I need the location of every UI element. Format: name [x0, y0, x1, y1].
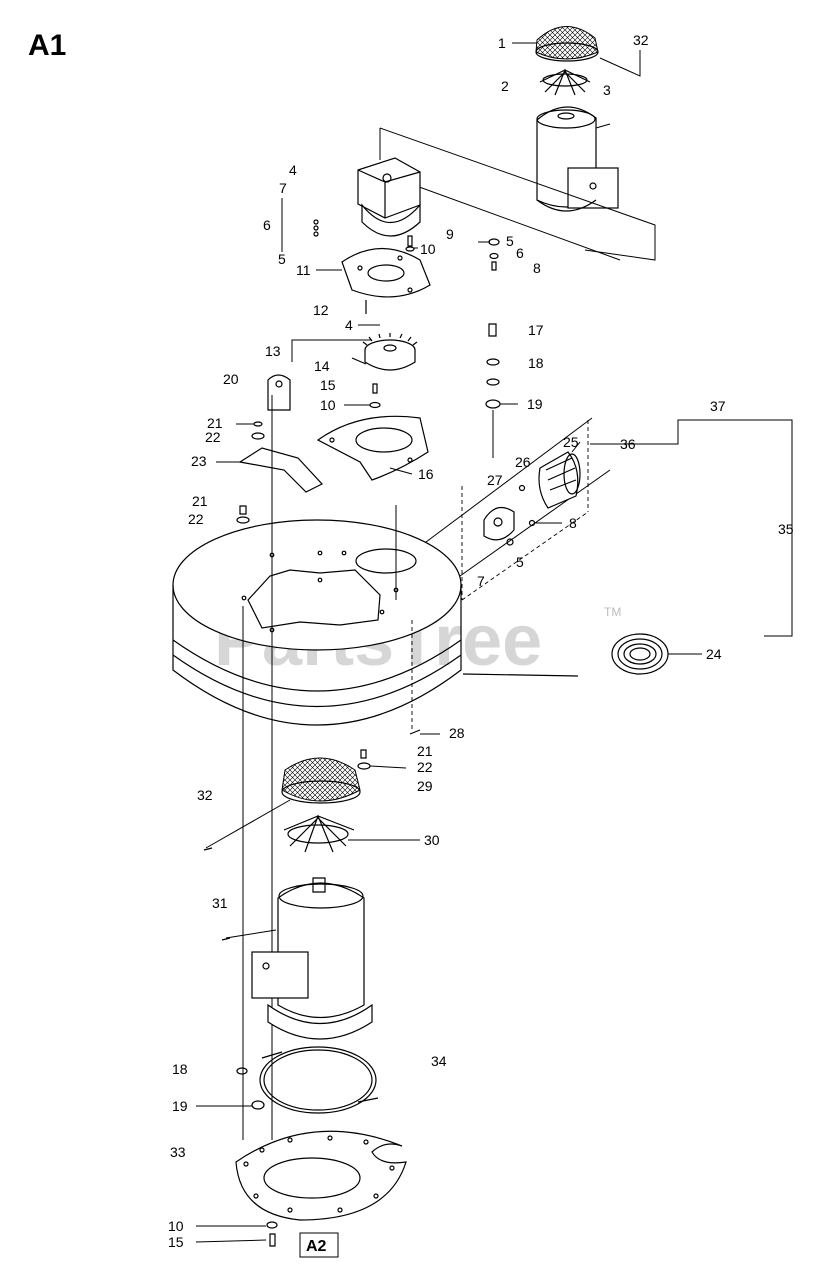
callout-23: 23	[191, 453, 207, 469]
upper-motor-cover	[535, 26, 599, 62]
page-link-a2[interactable]: A2	[299, 1232, 339, 1258]
callout-7: 7	[279, 180, 287, 196]
screw-26	[518, 484, 526, 492]
callout-37: 37	[710, 398, 726, 414]
callout-21: 21	[207, 415, 223, 431]
support-plate	[316, 415, 429, 481]
callout-19: 19	[527, 396, 543, 412]
callout-16: 16	[418, 466, 434, 482]
bracket-23	[238, 447, 323, 493]
lower-motor-cover	[281, 757, 361, 804]
callout-31: 31	[212, 895, 228, 911]
screw-28	[409, 729, 421, 735]
callout-34: 34	[431, 1053, 447, 1069]
callout-10-b: 10	[320, 397, 336, 413]
callout-15-b: 15	[168, 1234, 184, 1250]
callout-8: 8	[533, 260, 541, 276]
callout-5-c: 5	[516, 554, 524, 570]
washer-18-a	[486, 358, 500, 366]
screw-31	[221, 937, 231, 941]
washers-right	[488, 238, 500, 271]
connector-flange	[483, 506, 515, 546]
washer-21-22-b	[236, 505, 250, 524]
bolt-15	[369, 383, 381, 409]
callout-22: 22	[205, 429, 221, 445]
washer-10-c	[266, 1221, 278, 1229]
callout-21-c: 21	[417, 743, 433, 759]
watermark-trademark: TM	[604, 605, 621, 619]
drive-gear	[362, 333, 418, 371]
bracket-20	[267, 374, 291, 411]
washer-21-22-c	[357, 749, 371, 770]
callout-10-c: 10	[168, 1218, 184, 1234]
callout-5-b: 5	[506, 233, 514, 249]
screws-left	[313, 219, 319, 237]
bolt-15-b	[269, 1233, 276, 1247]
callout-14: 14	[314, 358, 330, 374]
bolt-17	[488, 323, 497, 337]
callout-26: 26	[515, 454, 531, 470]
washer-18-c	[236, 1067, 248, 1075]
callout-9: 9	[446, 226, 454, 242]
lower-motor-fan	[283, 814, 355, 853]
section-title: A1	[28, 29, 66, 62]
leader-lines	[195, 42, 702, 1243]
callout-6-b: 6	[516, 245, 524, 261]
callout-27: 27	[487, 472, 503, 488]
page-link-label: A2	[306, 1238, 327, 1255]
callout-19-b: 19	[172, 1098, 188, 1114]
callout-7-b: 7	[477, 573, 485, 589]
callout-35: 35	[778, 521, 794, 537]
callout-32-b: 32	[197, 787, 213, 803]
callout-36: 36	[620, 436, 636, 452]
connector-plug	[538, 451, 581, 509]
screw-14	[351, 357, 367, 365]
washer-18-b	[486, 378, 500, 386]
callout-labels: 1 2 3 32 4 7 6 5 9 10 5 6 8 11 12 4 13 1…	[168, 32, 794, 1250]
callout-10: 10	[420, 241, 436, 257]
callout-33: 33	[170, 1144, 186, 1160]
callout-12: 12	[313, 302, 329, 318]
callout-22-c: 22	[417, 759, 433, 775]
callout-6: 6	[263, 217, 271, 233]
callout-4: 4	[289, 162, 297, 178]
upper-motor-fan	[539, 68, 591, 96]
callout-29: 29	[417, 778, 433, 794]
callout-24: 24	[706, 646, 722, 662]
callout-2: 2	[501, 78, 509, 94]
callout-13: 13	[265, 343, 281, 359]
lower-motor-body	[251, 877, 373, 1040]
callout-18: 18	[528, 355, 544, 371]
base-plate	[235, 1130, 407, 1221]
callout-5: 5	[278, 251, 286, 267]
callout-17: 17	[528, 322, 544, 338]
callout-22-b: 22	[188, 511, 204, 527]
callout-28: 28	[449, 725, 465, 741]
callout-1: 1	[498, 35, 506, 51]
callout-25: 25	[563, 434, 579, 450]
mounting-plate	[341, 247, 431, 298]
washer-19-b	[251, 1100, 265, 1110]
base-housing	[172, 519, 462, 726]
gearbox-housing	[357, 157, 421, 237]
bolt-9	[405, 235, 415, 252]
screw-32-b	[203, 847, 213, 851]
callout-11: 11	[296, 262, 311, 278]
callout-4-b: 4	[345, 317, 353, 333]
callout-18-b: 18	[172, 1061, 188, 1077]
callout-3: 3	[603, 82, 611, 98]
callout-15: 15	[320, 377, 336, 393]
callout-30: 30	[424, 832, 440, 848]
mounting-ring	[259, 1046, 379, 1114]
callout-8-b: 8	[569, 515, 577, 531]
upper-motor-body	[536, 106, 619, 212]
washer-21-22-a	[251, 421, 265, 440]
callout-32: 32	[633, 32, 649, 48]
washer-19-a	[485, 399, 501, 409]
callout-20: 20	[223, 371, 239, 387]
callout-21-b: 21	[192, 493, 208, 509]
